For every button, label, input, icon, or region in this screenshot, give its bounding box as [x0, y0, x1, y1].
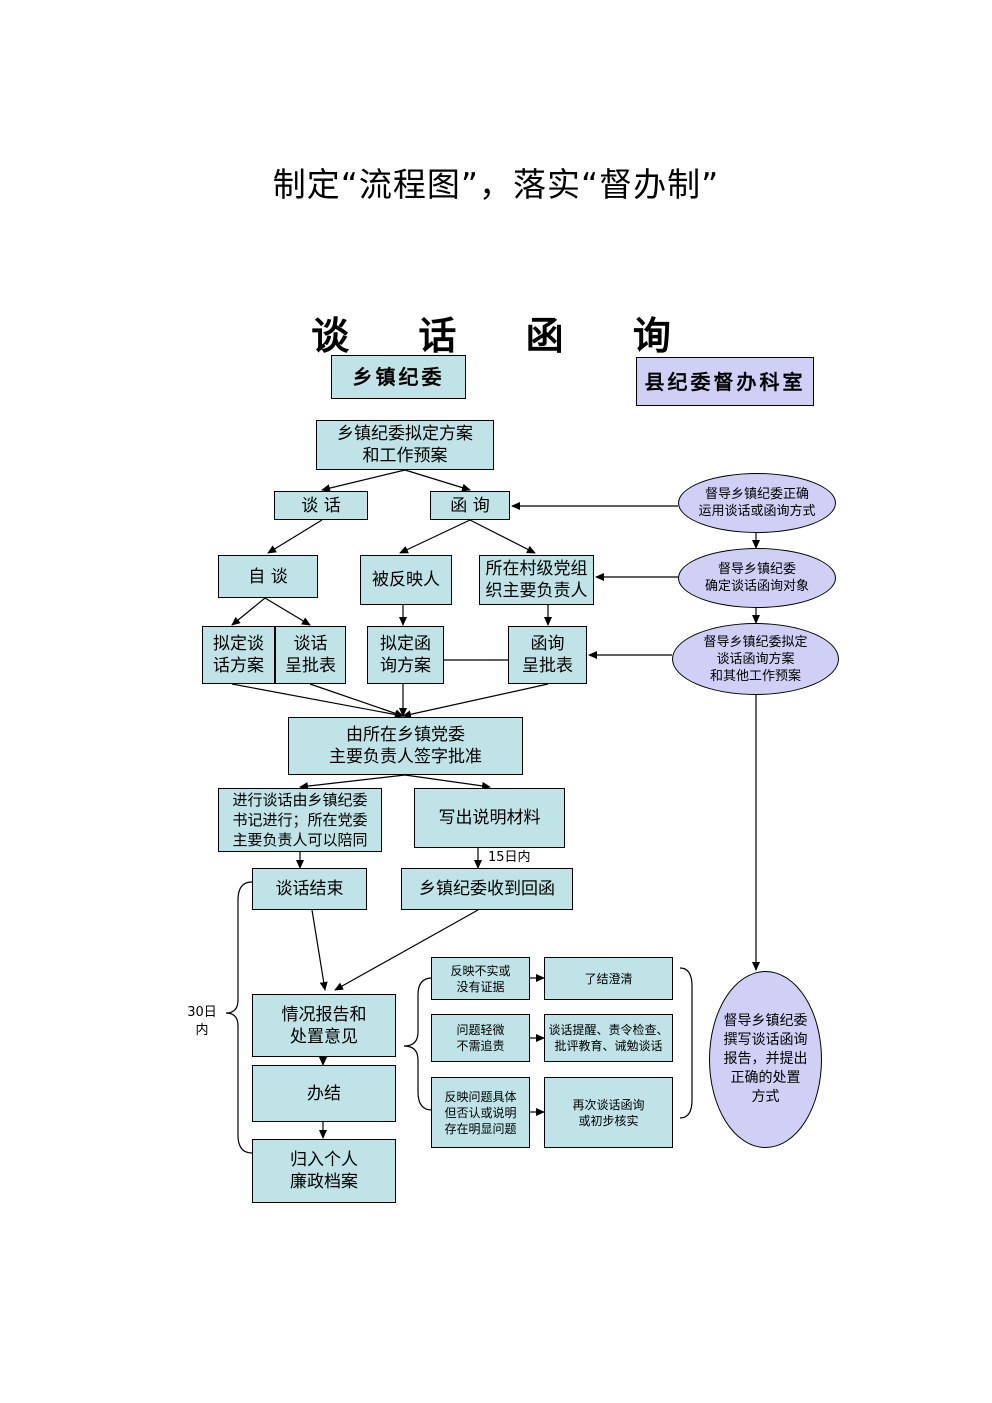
box-result-recheck: 再次谈话函询 或初步核实 — [544, 1077, 673, 1148]
edge — [231, 597, 266, 626]
ellipse-guide-target: 督导乡镇纪委 确定谈话函询对象 — [678, 548, 836, 608]
box-result-close: 了结澄清 — [544, 957, 673, 1000]
box-letter: 函 询 — [430, 491, 510, 520]
note-fifteen-days: 15日内 — [488, 850, 531, 865]
edge — [264, 597, 311, 626]
edge — [469, 519, 536, 554]
ellipse-guide-report: 督导乡镇纪委 撰写谈话函询 报告，并提出 正确的处置 方式 — [709, 971, 822, 1148]
note-thirty-days: 30日 内 — [187, 1005, 217, 1038]
edge — [399, 519, 471, 554]
edge — [321, 469, 406, 493]
box-village-leader: 所在村级党组 织主要负责人 — [479, 555, 594, 605]
box-letter-plan: 拟定函 询方案 — [367, 626, 444, 684]
box-talk-plan: 拟定谈 话方案 — [202, 626, 275, 684]
box-conduct-talk: 进行谈话由乡镇纪委 书记进行；所在党委 主要负责人可以陪同 — [218, 788, 382, 852]
box-talk: 谈 话 — [274, 491, 368, 520]
box-self-talk: 自 谈 — [218, 555, 318, 598]
ellipse-guide-plan: 督导乡镇纪委拟定 谈话函询方案 和其他工作预案 — [672, 623, 839, 695]
page-title: 制定“流程图”，落实“督办制” — [272, 165, 720, 204]
box-talk-approval: 谈话 呈批表 — [275, 626, 346, 684]
edge — [231, 683, 404, 719]
lane-township: 乡镇纪委 — [331, 355, 466, 399]
box-conclude: 办结 — [252, 1065, 396, 1122]
bracket-outcomes-right — [679, 967, 693, 1119]
box-case-minor: 问题轻微 不需追责 — [431, 1014, 530, 1062]
edge — [334, 909, 479, 991]
bracket-outcomes — [403, 977, 433, 1111]
lane-county: 县纪委督办科室 — [636, 357, 814, 406]
edge — [404, 469, 471, 492]
bracket-30-days — [225, 881, 253, 1154]
box-write-explanation: 写出说明材料 — [414, 788, 565, 848]
box-party-sign: 由所在乡镇党委 主要负责人签字批准 — [288, 717, 523, 775]
box-result-educate: 谈话提醒、责令检查、 批评教育、诫勉谈话 — [544, 1014, 673, 1062]
box-draft-plan: 乡镇纪委拟定方案 和工作预案 — [316, 420, 494, 470]
box-case-specific: 反映问题具体 但否认或说明 存在明显问题 — [431, 1077, 530, 1148]
chart-title: 谈 话 函 询 — [311, 313, 699, 358]
edge — [311, 909, 328, 991]
edge — [309, 683, 404, 718]
box-case-untrue: 反映不实或 没有证据 — [431, 957, 530, 1000]
edge — [299, 774, 406, 791]
box-reported-person: 被反映人 — [360, 555, 452, 605]
box-report: 情况报告和 处置意见 — [252, 994, 396, 1057]
box-talk-end: 谈话结束 — [252, 868, 367, 910]
edge — [404, 774, 491, 790]
edge — [402, 683, 549, 719]
box-receive-reply: 乡镇纪委收到回函 — [401, 868, 573, 910]
box-archive: 归入个人 廉政档案 — [252, 1139, 396, 1203]
edge — [267, 519, 323, 554]
box-letter-approval: 函询 呈批表 — [508, 626, 587, 684]
ellipse-guide-method: 督导乡镇纪委正确 运用谈话或函询方式 — [678, 473, 836, 533]
